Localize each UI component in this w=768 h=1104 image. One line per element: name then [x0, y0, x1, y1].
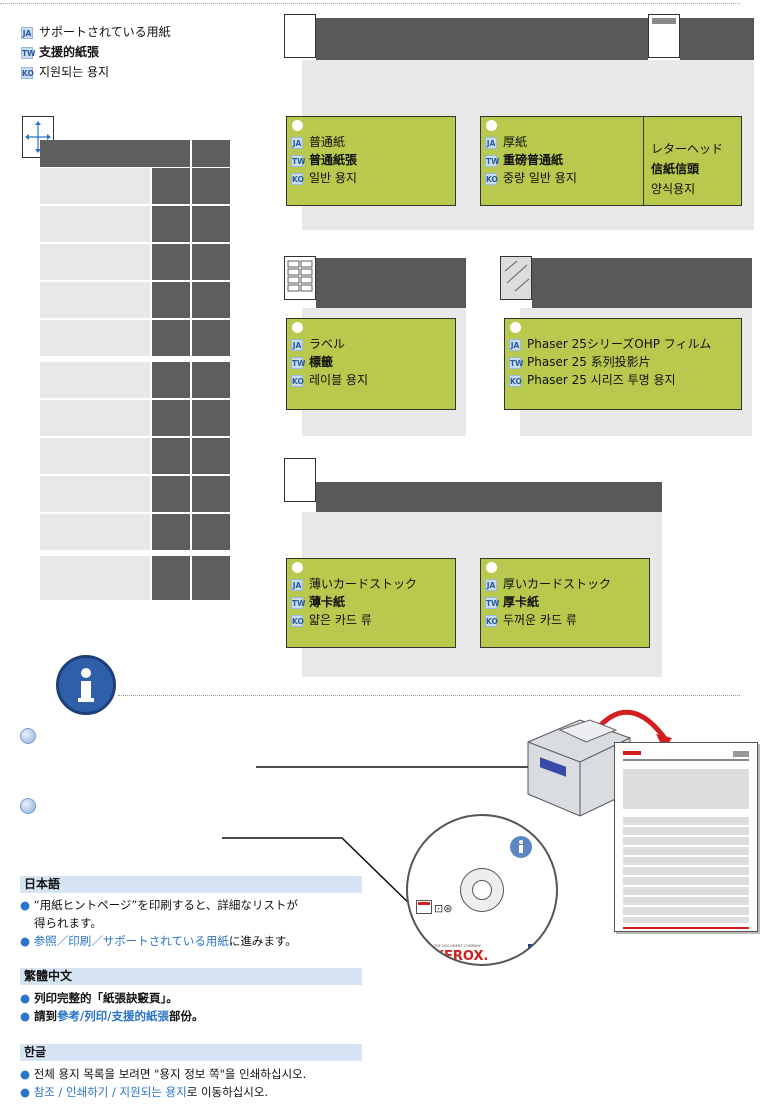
- table-cell: [152, 362, 190, 398]
- table-cell: [40, 362, 150, 398]
- section-tw: 繁體中文 ● 列印完整的「紙張訣竅頁」。 ● 請到參考/列印/支援的紙張部份。: [20, 968, 362, 1025]
- table-cell: [152, 320, 190, 356]
- table-cell: [40, 556, 150, 600]
- cd-document-icon: [416, 900, 432, 914]
- table-cell: [152, 206, 190, 242]
- section-ko: 한글 ● 전체 용지 목록을 보려면 "용지 정보 쪽"을 인쇄하십시오. ● …: [20, 1044, 362, 1101]
- top-dotted-rule: [0, 3, 740, 4]
- link-ko-supported-paper[interactable]: 참조 / 인쇄하기 / 지원되는 용지: [33, 1085, 187, 1099]
- bullet-circle-icon: [20, 728, 36, 744]
- cd-media-icon: ⊡⊛: [434, 902, 453, 915]
- table-cell: [192, 438, 230, 474]
- cd-tagline: THE DOCUMENT COMPANY: [434, 944, 481, 948]
- paper-tips-page: [614, 742, 758, 932]
- cd-info-icon: [510, 836, 532, 858]
- table-cell: [192, 556, 230, 600]
- table-cell: [40, 320, 150, 356]
- table-cell: [152, 514, 190, 550]
- transparency-icon: [500, 256, 532, 300]
- table-cell: [192, 282, 230, 318]
- table-cell: [152, 556, 190, 600]
- section-title: 日本語: [20, 876, 362, 893]
- table-cell: [40, 168, 150, 204]
- table-cell: [40, 400, 150, 436]
- printer-illustration: [520, 712, 632, 820]
- table-cell: [192, 514, 230, 550]
- table-cell: [40, 476, 150, 512]
- section-title: 繁體中文: [20, 968, 362, 985]
- table-cell: [152, 400, 190, 436]
- table-cell: [40, 206, 150, 242]
- table-cell: [192, 244, 230, 280]
- letterhead-icon: [648, 14, 680, 58]
- table-cell: [40, 438, 150, 474]
- table-cell: [152, 476, 190, 512]
- table-cell: [152, 168, 190, 204]
- table-cell: [152, 244, 190, 280]
- cardstock-icon: [284, 458, 316, 502]
- info-divider: [118, 695, 740, 696]
- table-cell: [192, 168, 230, 204]
- cd-brand: XEROX.: [434, 949, 489, 964]
- table-cell: [152, 282, 190, 318]
- bullet-circle-icon: [20, 798, 36, 814]
- table-cell: [152, 438, 190, 474]
- software-cd: ⊡⊛ THE DOCUMENT COMPANY XEROX.: [406, 814, 558, 966]
- table-cell: [192, 362, 230, 398]
- link-tw-supported-paper[interactable]: 參考/列印/支援的紙張: [57, 1009, 169, 1023]
- info-icon: [56, 655, 116, 715]
- section-ja: 日本語 ● “用紙ヒントページ”を印刷すると、詳細なリストが 得られます。 ● …: [20, 876, 362, 950]
- table-cell: [192, 320, 230, 356]
- paper-size-table: [40, 140, 230, 600]
- cd-logo-icon: [528, 944, 544, 960]
- table-cell: [192, 400, 230, 436]
- table-cell: [40, 514, 150, 550]
- link-ja-supported-paper[interactable]: 参照／印刷／サポートされている用紙: [33, 934, 229, 948]
- letterhead-labels: レターヘッド 信紙信頭 양식용지: [651, 142, 724, 196]
- labels-icon: [284, 256, 316, 300]
- table-cell: [40, 244, 150, 280]
- plain-paper-icon: [284, 14, 316, 58]
- table-cell: [40, 282, 150, 318]
- table-cell: [192, 476, 230, 512]
- section-title: 한글: [20, 1044, 362, 1061]
- table-cell: [192, 206, 230, 242]
